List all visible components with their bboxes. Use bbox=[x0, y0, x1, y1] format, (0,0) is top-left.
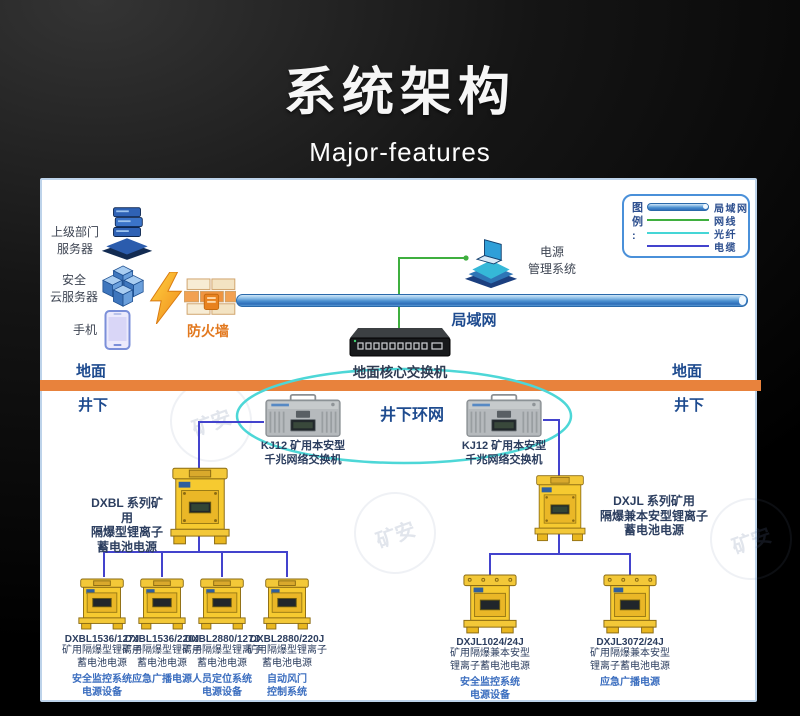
device-model: DXBL1536/127J bbox=[64, 634, 140, 645]
lan-pipe-sample bbox=[647, 203, 709, 211]
device-dxbl1536-127j: DXBL1536/127J 矿用隔爆型锂离子 蓄电池电源 安全监控系统 电源设备 bbox=[59, 577, 145, 699]
device-system: 安全监控系统 电源设备 bbox=[72, 674, 132, 698]
legend-item-label: 电缆 bbox=[714, 242, 737, 254]
device-system: 人员定位系统 电源设备 bbox=[192, 674, 252, 698]
device-system: 应急广播电源 bbox=[600, 677, 660, 688]
device-model: DXBL1536/220J bbox=[124, 634, 200, 645]
legend-item-label: 局域网 bbox=[714, 203, 749, 215]
device-desc: 矿用隔爆兼本安型 锂离子蓄电池电源 bbox=[450, 648, 530, 672]
core-switch-icon bbox=[348, 324, 452, 360]
phone-label: 手机 bbox=[72, 323, 97, 337]
battery-box-icon bbox=[462, 572, 518, 634]
device-desc: 矿用隔爆型锂离子 蓄电池电源 bbox=[247, 645, 327, 669]
kj12-switch-right-label: KJ12 矿用本安型 千兆网络交换机 bbox=[461, 440, 547, 466]
battery-box-icon bbox=[602, 572, 658, 634]
device-desc: 矿用隔爆型锂离子 蓄电池电源 bbox=[62, 645, 142, 669]
power-mgmt-label: 电源 管理系统 bbox=[527, 245, 576, 276]
page-subtitle: Major-features bbox=[309, 137, 491, 167]
firewall-label: 防火墙 bbox=[187, 323, 229, 339]
legend-item-cable: 电缆 bbox=[647, 240, 749, 254]
device-dxjl1024-24j: DXJL1024/24J 矿用隔爆兼本安型 锂离子蓄电池电源 安全监控系统 电源… bbox=[434, 572, 546, 702]
legend: 图 例 : 局域网 网线 光纤 电缆 bbox=[622, 194, 750, 258]
device-system: 自动风门 控制系统 bbox=[267, 674, 307, 698]
device-dxbl1536-220j: DXBL1536/220J 矿用隔爆型锂离子 蓄电池电源 应急广播电源 bbox=[119, 577, 205, 687]
ground-label-right: 地面 bbox=[672, 363, 703, 380]
dxjl-series-device-icon bbox=[532, 474, 588, 544]
page-title: 系统架构 bbox=[283, 64, 516, 122]
core-switch-label: 地面核心交换机 bbox=[352, 365, 448, 380]
device-system: 应急广播电源 bbox=[132, 674, 192, 685]
battery-box-icon bbox=[262, 577, 312, 631]
kj12-switch-left-label: KJ12 矿用本安型 千兆网络交换机 bbox=[260, 440, 346, 466]
device-desc: 矿用隔爆兼本安型 锂离子蓄电池电源 bbox=[590, 648, 670, 672]
dxbl-series-device-icon bbox=[168, 466, 232, 548]
firewall-icon bbox=[184, 278, 236, 320]
underground-label-right: 井下 bbox=[674, 397, 705, 414]
lan-pipe bbox=[236, 294, 748, 307]
cable-line-sample bbox=[647, 245, 709, 247]
legend-item-label: 网线 bbox=[714, 216, 737, 228]
legend-item-ethernet: 网线 bbox=[647, 214, 749, 228]
underground-label-left: 井下 bbox=[78, 397, 109, 414]
ground-label-left: 地面 bbox=[76, 363, 107, 380]
kj12-switch-left-icon bbox=[264, 394, 342, 438]
device-model: DXJL1024/24J bbox=[456, 637, 524, 648]
legend-item-fiber: 光纤 bbox=[647, 227, 749, 241]
device-desc: 矿用隔爆型锂离子 蓄电池电源 bbox=[182, 645, 262, 669]
device-system: 安全监控系统 电源设备 bbox=[460, 677, 520, 701]
phone-icon bbox=[104, 310, 131, 350]
header: 系统架构 Major-features bbox=[0, 0, 800, 168]
legend-item-lan: 局域网 bbox=[647, 201, 749, 215]
ethernet-line-sample bbox=[647, 219, 709, 221]
ground-underground-divider bbox=[40, 380, 761, 391]
lan-label: 局域网 bbox=[451, 312, 497, 329]
upper-server-label: 上级部门 服务器 bbox=[50, 225, 99, 256]
dxbl-series-label: DXBL 系列矿用 隔爆型锂离子 蓄电池电源 bbox=[90, 496, 163, 554]
dxjl-series-label: DXJL 系列矿用 隔爆兼本安型锂离子 蓄电池电源 bbox=[599, 494, 708, 537]
legend-title: 图 例 : bbox=[632, 202, 643, 242]
kj12-switch-right-icon bbox=[465, 394, 543, 438]
legend-item-label: 光纤 bbox=[714, 229, 737, 241]
upper-server-icon bbox=[100, 202, 154, 262]
device-dxbl2880-127j: DXBL2880/127J 矿用隔爆型锂离子 蓄电池电源 人员定位系统 电源设备 bbox=[179, 577, 265, 699]
device-dxbl2880-220j: DXBL2880/220J 矿用隔爆型锂离子 蓄电池电源 自动风门 控制系统 bbox=[244, 577, 330, 699]
cloud-server-icon bbox=[100, 264, 148, 312]
lightning-icon bbox=[148, 272, 184, 324]
device-desc: 矿用隔爆型锂离子 蓄电池电源 bbox=[122, 645, 202, 669]
fiber-line-sample bbox=[647, 232, 709, 234]
device-model: DXBL2880/220J bbox=[249, 634, 325, 645]
device-model: DXBL2880/127J bbox=[184, 634, 260, 645]
power-mgmt-icon bbox=[462, 236, 520, 290]
battery-box-icon bbox=[197, 577, 247, 631]
diagram-panel: 矿安 矿安 矿安 上级部门 服务器 安全 云服务器 bbox=[40, 178, 800, 702]
device-dxjl3072-24j: DXJL3072/24J 矿用隔爆兼本安型 锂离子蓄电池电源 应急广播电源 bbox=[574, 572, 686, 690]
ring-net-label: 井下环网 bbox=[379, 407, 444, 424]
cloud-server-label: 安全 云服务器 bbox=[49, 273, 98, 304]
device-model: DXJL3072/24J bbox=[596, 637, 664, 648]
